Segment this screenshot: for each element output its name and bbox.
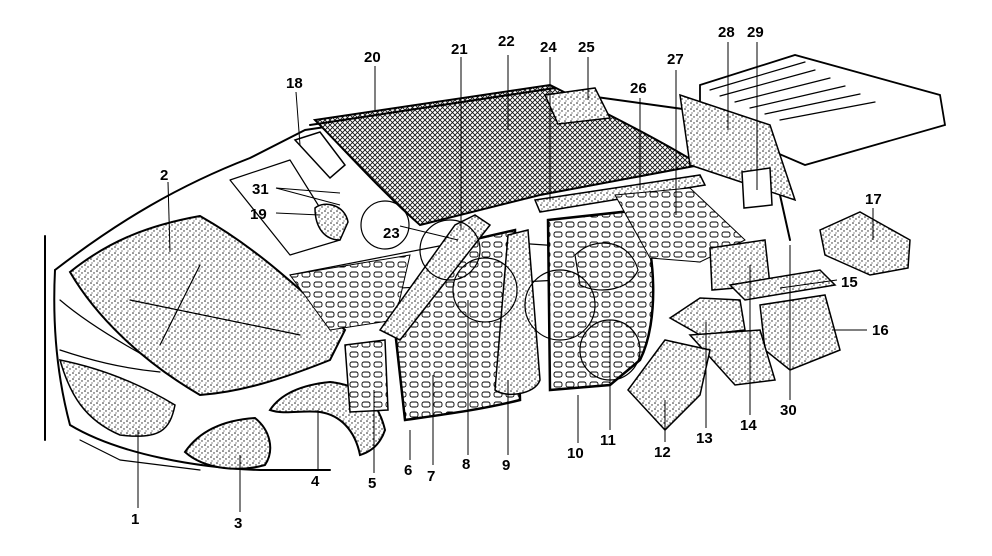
callout-label: 5 bbox=[368, 475, 376, 492]
callout-label: 28 bbox=[718, 24, 735, 41]
callout-label: 2 bbox=[160, 167, 168, 184]
callout-label: 3 bbox=[234, 515, 242, 532]
callout-labels: 1 2 3 4 5 6 7 8 9 10 11 12 13 14 15 16 1… bbox=[131, 24, 889, 532]
callout-label: 12 bbox=[654, 444, 671, 461]
callout-label: 31 bbox=[252, 181, 269, 198]
callout-label: 23 bbox=[383, 225, 400, 242]
callout-label: 10 bbox=[567, 445, 584, 462]
callout-label: 8 bbox=[462, 456, 470, 473]
hood-insulation-part bbox=[68, 214, 347, 397]
leader-lines bbox=[137, 42, 874, 512]
callout-label: 15 bbox=[841, 274, 858, 291]
callout-label: 1 bbox=[131, 511, 139, 528]
callout-label: 21 bbox=[451, 41, 468, 58]
package-tray-part bbox=[679, 54, 947, 209]
callout-label: 11 bbox=[600, 432, 616, 449]
sun-visor-part bbox=[293, 131, 349, 241]
callout-label: 13 bbox=[696, 430, 713, 447]
callout-label: 7 bbox=[427, 468, 435, 485]
b-pillar-trim-part bbox=[494, 229, 541, 396]
front-panel-part bbox=[58, 359, 176, 437]
callout-label: 22 bbox=[498, 33, 515, 50]
callout-label: 4 bbox=[311, 473, 320, 490]
callout-label: 29 bbox=[747, 24, 764, 41]
callout-label: 20 bbox=[364, 49, 381, 66]
callout-label: 14 bbox=[740, 417, 757, 434]
callout-label: 24 bbox=[540, 39, 557, 56]
side-pad-part bbox=[344, 339, 389, 413]
wheelhouse-trim-part bbox=[627, 339, 711, 432]
callout-label: 9 bbox=[502, 457, 510, 474]
callout-label: 19 bbox=[250, 206, 267, 223]
callout-label: 27 bbox=[667, 51, 684, 68]
sunroof-frame-part bbox=[543, 87, 612, 125]
callout-label: 6 bbox=[404, 462, 412, 479]
a-pillar-trim-part bbox=[378, 214, 492, 341]
rear-quarter-insulation-parts bbox=[668, 239, 841, 386]
roof-rail-part bbox=[533, 174, 707, 213]
callout-label: 18 bbox=[286, 75, 303, 92]
callout-label: 25 bbox=[578, 39, 595, 56]
callout-label: 26 bbox=[630, 80, 647, 97]
callout-label: 30 bbox=[780, 402, 797, 419]
splash-shield-part bbox=[183, 416, 272, 470]
rear-floor-mat-part bbox=[289, 187, 746, 331]
rear-component-part bbox=[819, 211, 911, 276]
callout-label: 16 bbox=[872, 322, 889, 339]
callout-label: 17 bbox=[865, 191, 882, 208]
